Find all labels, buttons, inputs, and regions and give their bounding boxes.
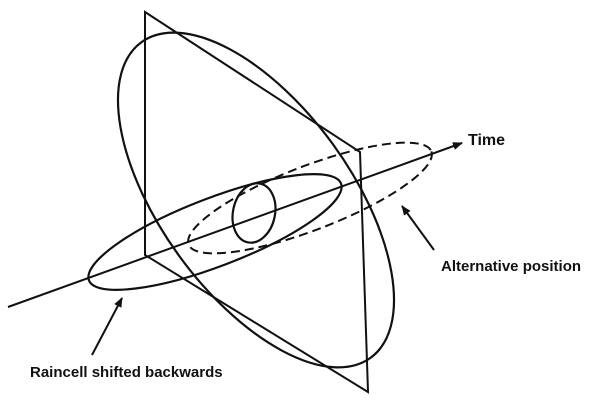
alternative-position-ellipse bbox=[187, 141, 433, 255]
shifted-raincell-ellipse bbox=[87, 173, 343, 291]
time-label: Time bbox=[468, 132, 506, 149]
raincell-shifted-pointer bbox=[91, 297, 123, 356]
raincell-shifted-label: Raincell shifted backwards bbox=[30, 364, 223, 381]
alternative-position-label: Alternative position bbox=[441, 258, 582, 275]
time-axis-arrow bbox=[7, 142, 463, 308]
vertical-plane bbox=[144, 10, 370, 394]
alternative-position-pointer bbox=[401, 205, 435, 251]
central-small-ellipse bbox=[231, 182, 277, 244]
large-raincell-ellipse bbox=[116, 31, 396, 369]
